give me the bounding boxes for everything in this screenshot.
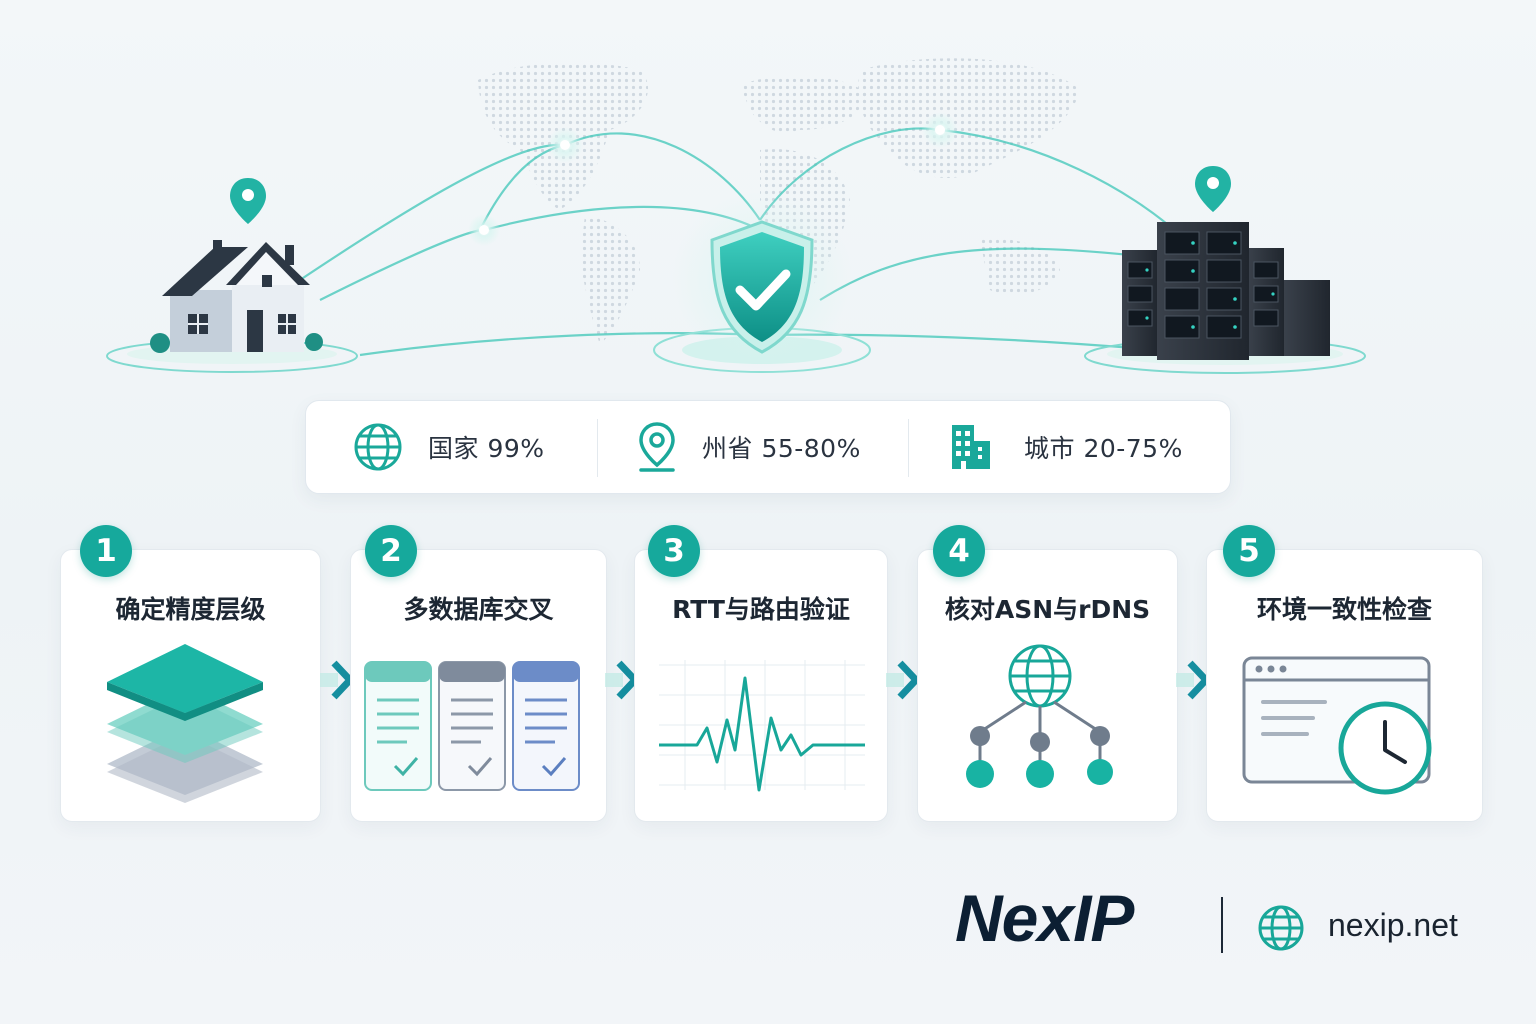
- location-pin-icon: [639, 422, 675, 472]
- globe-icon: [354, 423, 402, 471]
- stat-divider: [908, 419, 909, 477]
- hero-illustration: [106, 58, 1366, 374]
- layers-icon: [107, 644, 263, 803]
- stat-province-label: 州省 55-80%: [702, 434, 861, 463]
- step-title: RTT与路由验证: [672, 595, 850, 624]
- globe-icon: [1258, 905, 1304, 951]
- brand-logo: NexIP: [955, 881, 1134, 955]
- step-card-5: 环境一致性检查: [1206, 549, 1483, 822]
- step-title: 确定精度层级: [115, 595, 266, 624]
- step-number-badge: 4: [933, 525, 985, 577]
- shield-check-icon: [653, 190, 871, 373]
- stat-country: 国家 99%: [352, 401, 545, 493]
- chevron-right-icon: [1176, 660, 1210, 700]
- stat-city-label: 城市 20-75%: [1024, 434, 1183, 463]
- step-title: 核对ASN与rDNS: [944, 595, 1151, 624]
- stat-country-label: 国家 99%: [428, 434, 545, 463]
- step-number-badge: 5: [1223, 525, 1275, 577]
- stat-province: 州省 55-80%: [636, 401, 861, 493]
- network-tree-icon: [966, 644, 1113, 788]
- accuracy-stats-bar: 国家 99% 州省 55-80% 城市 20-75%: [305, 400, 1231, 494]
- website-link[interactable]: nexip.net: [1328, 907, 1458, 943]
- step-card-2: 多数据库交叉: [350, 549, 607, 822]
- buildings-icon: [952, 425, 990, 469]
- step-title: 多数据库交叉: [403, 595, 554, 624]
- chevron-right-icon: [320, 660, 354, 700]
- browser-clock-icon: [1242, 656, 1432, 795]
- server-rack-icon: [1084, 222, 1366, 374]
- step-title: 环境一致性检查: [1256, 595, 1432, 624]
- step-card-1: 确定精度层级: [60, 549, 321, 822]
- step-number-badge: 1: [80, 525, 132, 577]
- stat-divider: [597, 419, 598, 477]
- step-number-badge: 2: [365, 525, 417, 577]
- chevron-right-icon: [886, 660, 920, 700]
- location-pin-icon: [230, 178, 266, 224]
- footer-divider: [1221, 897, 1223, 953]
- database-tables-icon: [364, 661, 580, 791]
- step-number-badge: 3: [648, 525, 700, 577]
- signal-wave-icon: [659, 660, 865, 792]
- house-icon: [106, 240, 358, 373]
- step-card-3: RTT与路由验证: [634, 549, 888, 822]
- arc-nodes: [468, 112, 958, 246]
- location-pin-icon: [1195, 166, 1231, 212]
- stat-city: 城市 20-75%: [948, 401, 1183, 493]
- step-card-4: 核对ASN与rDNS: [917, 549, 1178, 822]
